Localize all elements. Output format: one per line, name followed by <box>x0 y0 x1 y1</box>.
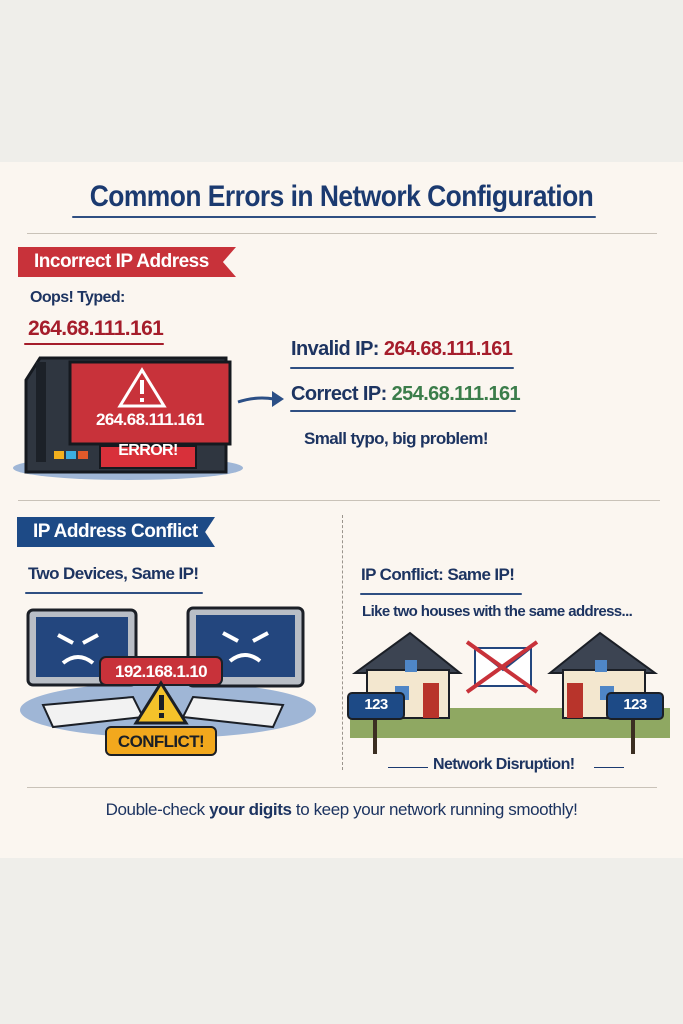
angry-face-icon <box>57 633 99 665</box>
mailbox-right <box>606 692 664 720</box>
invalid-underline <box>290 367 514 369</box>
two-devices-heading: Two Devices, Same IP! <box>28 564 199 583</box>
footer-tip: Double-check your digits to keep your ne… <box>0 800 683 820</box>
section-ribbon-ip-conflict: IP Address Conflict <box>17 517 215 547</box>
invalid-ip-label: Invalid IP: <box>291 338 379 360</box>
conflicting-computers-illustration <box>20 606 316 756</box>
mailbox-left <box>347 692 405 720</box>
typed-ip: 264.68.111.161 <box>28 317 164 340</box>
footer-post: to keep your network running smoothly! <box>291 800 578 819</box>
arrow-right-icon <box>237 391 284 407</box>
disruption-rule-left <box>388 767 428 768</box>
analogy-text: Like two houses with the same address... <box>362 603 633 620</box>
disruption-rule-right <box>594 767 624 768</box>
two-devices-underline <box>25 592 203 594</box>
invalid-ip-value: 264.68.111.161 <box>383 338 513 360</box>
title-underline <box>72 216 596 218</box>
footer-emphasis: your digits <box>209 800 292 819</box>
houses-illustration <box>347 631 670 754</box>
undeliverable-envelope-icon <box>465 640 539 694</box>
house-number-right: 123 <box>623 696 647 713</box>
page-title: Common Errors in Network Configuration <box>89 180 594 213</box>
divider-top <box>27 233 657 234</box>
typed-ip-underline <box>24 343 164 345</box>
screen-ip: 264.68.111.161 <box>96 410 205 429</box>
correct-ip-line: Correct IP: 254.68.111.161 <box>291 383 521 406</box>
correct-underline <box>290 410 516 412</box>
section-ribbon-incorrect-ip: Incorrect IP Address <box>18 247 236 277</box>
divider-bottom <box>27 787 657 788</box>
divider-middle <box>18 500 660 501</box>
shared-ip-badge: 192.168.1.10 <box>114 662 208 681</box>
angry-face-icon <box>222 631 269 663</box>
ip-conflict-heading: IP Conflict: Same IP! <box>361 565 515 584</box>
correct-ip-label: Correct IP: <box>291 383 387 405</box>
server-error-illustration <box>13 356 243 480</box>
typed-label: Oops! Typed: <box>30 289 125 306</box>
footer-pre: Double-check <box>105 800 210 819</box>
conflict-badge: CONFLICT! <box>117 732 205 751</box>
error-label: ERROR! <box>118 442 178 459</box>
caption-small-typo: Small typo, big problem! <box>304 429 489 448</box>
network-disruption-text: Network Disruption! <box>433 756 575 773</box>
house-number-left: 123 <box>364 696 388 713</box>
keyboard-right <box>181 695 285 729</box>
correct-ip-value: 254.68.111.161 <box>391 383 521 405</box>
invalid-ip-line: Invalid IP: 264.68.111.161 <box>291 338 513 361</box>
vertical-divider <box>342 515 343 770</box>
ip-conflict-underline <box>360 593 522 595</box>
